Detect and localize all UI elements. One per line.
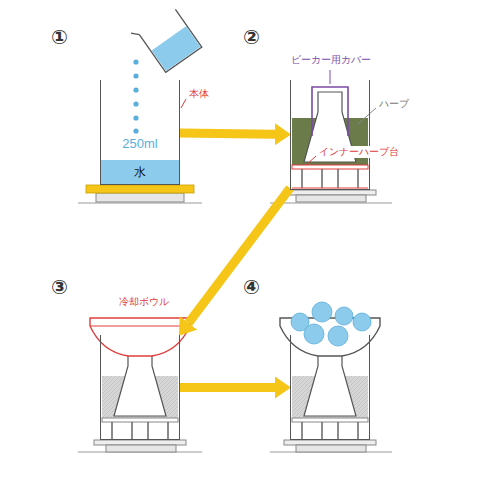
ice-cubes [291,302,371,346]
part-label: ビーカー用カバー [290,54,372,66]
cooling-bowl [90,318,190,356]
water-label: 水 [134,164,146,181]
part-label: インナーハーブ台 [318,146,400,158]
main-beaker: ② [290,80,370,190]
beaker-cover [312,87,348,136]
volume-mark: 250ml [101,136,179,151]
part-label: 本体 [188,88,210,100]
panel-four-art [270,302,392,452]
part-label: ハーブ [378,98,410,110]
step-arrow [180,383,275,392]
step-number: ② [243,25,260,49]
step-number: ④ [243,275,260,299]
main-beaker: ④ [290,335,370,440]
step-arrow [180,133,275,134]
step-number: ③ [51,275,68,299]
main-beaker: ③ [100,335,180,440]
part-label: 冷却ボウル [118,296,170,308]
panel-two-art [270,70,392,203]
step-arrow [189,188,290,323]
water-drops [133,59,138,133]
water-band: 水 [101,160,179,184]
pouring-beaker [131,4,202,75]
step-number: ① [51,25,68,49]
panel-one-art [78,4,202,203]
main-beaker: ①250ml水 [100,80,180,185]
